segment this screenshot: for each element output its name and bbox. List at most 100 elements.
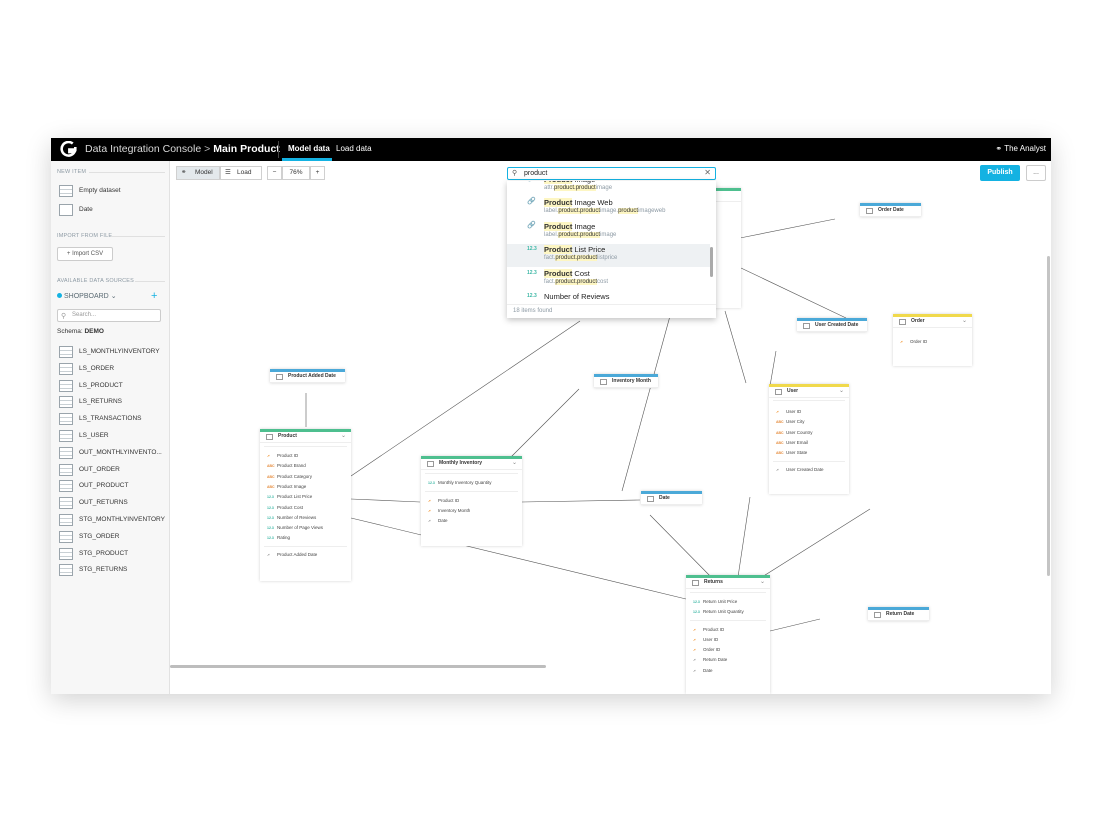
field-inventory-month[interactable]: ➚Inventory Month — [428, 508, 471, 513]
chevron-down-icon: ⌄ — [110, 293, 117, 300]
sidebar-table-item[interactable]: STG_MONTHLYINVENTORY — [59, 514, 167, 527]
node-order-date[interactable]: Order Date — [860, 203, 921, 217]
data-source-select[interactable]: SHOPBOARD ⌄ — [57, 292, 117, 300]
field-user-created-date[interactable]: ➚User Created Date — [776, 467, 824, 472]
calendar-icon — [866, 208, 873, 214]
node-date[interactable]: Date — [641, 491, 702, 505]
node-product-added-date[interactable]: Product Added Date — [270, 369, 345, 383]
sidebar-table-item[interactable]: OUT_RETURNS — [59, 497, 167, 510]
app-name[interactable]: Data Integration Console — [85, 143, 202, 155]
key-icon: ➚ — [267, 454, 270, 458]
attribute-icon — [899, 319, 906, 325]
field-order-id[interactable]: ➚Order ID — [900, 339, 928, 344]
table-icon — [59, 564, 73, 577]
node-return-date[interactable]: Return Date — [868, 607, 929, 621]
field-product-id[interactable]: ➚Product ID — [428, 498, 460, 503]
field-date[interactable]: ➚Date — [428, 518, 448, 523]
sidebar-table-item[interactable]: STG_RETURNS — [59, 564, 167, 577]
tab-model-data[interactable]: Model data — [288, 144, 330, 153]
sidebar-table-item[interactable]: OUT_PRODUCT — [59, 480, 167, 493]
number-type-icon: 12.3 — [693, 600, 700, 604]
clear-search-icon[interactable]: ✕ — [704, 168, 711, 177]
number-type-icon: 12.3 — [267, 526, 274, 530]
calendar-icon — [59, 204, 73, 216]
node-order[interactable]: Order⌄ ➚Order ID — [893, 314, 972, 366]
text-type-icon: ABC — [776, 420, 784, 424]
results-scrollbar[interactable] — [710, 247, 713, 277]
new-date-dataset[interactable]: Date — [59, 204, 167, 217]
add-source-button[interactable]: + — [151, 290, 158, 302]
sidebar-table-item[interactable]: STG_PRODUCT — [59, 547, 167, 561]
tab-load-data[interactable]: Load data — [336, 144, 372, 153]
model-canvas[interactable]: ⚭Model ☰Load − 76% + Publish ... Product… — [170, 161, 1051, 694]
sidebar-table-item[interactable]: LS_PRODUCT — [59, 379, 167, 393]
user-menu[interactable]: ⚭ The Analyst — [995, 144, 1046, 153]
table-icon — [59, 396, 73, 409]
field-return-date[interactable]: ➚Return Date — [693, 657, 728, 662]
dataset-icon — [427, 461, 434, 467]
sidebar-table-item[interactable]: LS_MONTHLYINVENTORY — [59, 346, 167, 359]
import-csv-button[interactable]: + Import CSV — [57, 247, 113, 261]
field-order-id[interactable]: ➚Order ID — [693, 647, 721, 652]
link-icon: 🔗 — [527, 222, 536, 229]
sidebar-search-input[interactable]: ⚲Search... — [57, 309, 161, 322]
zoom-out-button[interactable]: − — [267, 166, 282, 180]
more-button[interactable]: ... — [1026, 165, 1046, 181]
field-date[interactable]: ➚Date — [693, 668, 713, 673]
node-user-created-date[interactable]: User Created Date — [797, 318, 867, 332]
field-product-added-date[interactable]: ➚Product Added Date — [267, 552, 318, 557]
sidebar-table-item[interactable]: LS_RETURNS — [59, 396, 167, 409]
sidebar-table-item[interactable]: OUT_ORDER — [59, 463, 167, 477]
new-item-heading: NEW ITEM — [57, 169, 87, 175]
field-user-id[interactable]: ➚User ID — [693, 637, 719, 642]
divider — [135, 281, 165, 282]
horizontal-scrollbar[interactable] — [170, 665, 546, 668]
field-product-id[interactable]: ➚Product ID — [693, 627, 725, 632]
sidebar-table-item[interactable]: LS_USER — [59, 430, 167, 443]
sidebar-table-item[interactable]: LS_TRANSACTIONS — [59, 413, 167, 426]
model-view-button[interactable]: ⚭Model — [176, 166, 220, 180]
vertical-scrollbar[interactable] — [1047, 256, 1050, 576]
sidebar-table-item[interactable]: STG_ORDER — [59, 530, 167, 544]
result-title: Product Image — [544, 222, 596, 231]
sidebar-table-item[interactable]: LS_ORDER — [59, 362, 167, 376]
load-view-button[interactable]: ☰Load — [220, 166, 262, 180]
schema-label: Schema: DEMO — [57, 328, 104, 335]
node-inventory-month[interactable]: Inventory Month — [594, 374, 658, 388]
new-empty-dataset[interactable]: Empty dataset — [59, 185, 167, 198]
sidebar-table-item[interactable]: OUT_MONTHLYINVENTO... — [59, 446, 167, 460]
search-input[interactable]: ⚲ product ✕ — [507, 167, 716, 180]
zoom-in-button[interactable]: + — [310, 166, 325, 180]
number-type-icon: 12.3 — [527, 246, 537, 252]
tab-divider — [278, 141, 279, 158]
field-product-id[interactable]: ➚Product ID — [267, 453, 299, 458]
publish-button[interactable]: Publish — [980, 165, 1020, 181]
result-identifier: label.product.productimage — [544, 232, 617, 238]
field-user-id[interactable]: ➚User ID — [776, 409, 802, 414]
search-result-item[interactable]: 🔗Product Imageattr.product.productimage — [507, 181, 710, 197]
